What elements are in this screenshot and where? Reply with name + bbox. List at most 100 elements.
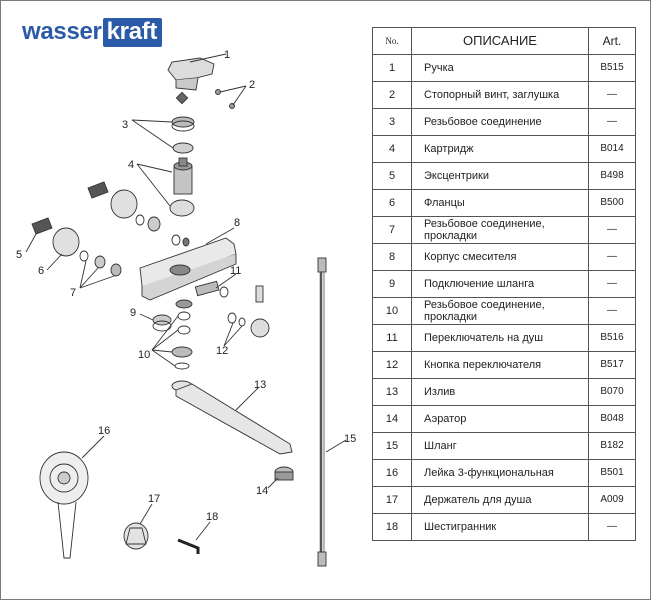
- table-cell-art: —: [588, 297, 636, 325]
- part-diverter-button: [223, 312, 270, 347]
- table-cell-desc: Переключатель на душ: [411, 324, 589, 352]
- table-cell-desc: Аэратор: [411, 405, 589, 433]
- part-diverter: [194, 273, 264, 303]
- table-cell-no: 1: [372, 54, 412, 82]
- table-cell-art: B498: [588, 162, 636, 190]
- table-cell-desc: Излив: [411, 378, 589, 406]
- table-cell-art: B070: [588, 378, 636, 406]
- callout-4: 4: [128, 159, 134, 171]
- callout-7: 7: [70, 287, 76, 299]
- callout-12: 12: [216, 345, 228, 357]
- table-cell-art: B516: [588, 324, 636, 352]
- callout-9: 9: [130, 307, 136, 319]
- table-cell-desc: Шланг: [411, 432, 589, 460]
- callout-2: 2: [249, 79, 255, 91]
- table-cell-desc: Стопорный винт, заглушка: [411, 81, 589, 109]
- table-cell-no: 11: [372, 324, 412, 352]
- callout-18: 18: [206, 511, 218, 523]
- part-handle: [167, 53, 227, 91]
- table-cell-no: 12: [372, 351, 412, 379]
- part-hose-connection: [139, 313, 172, 332]
- part-shower-holder: [123, 503, 153, 550]
- table-cell-no: 7: [372, 216, 412, 244]
- brand-logo-part2: kraft: [102, 17, 163, 47]
- table-cell-desc: Эксцентрики: [411, 162, 589, 190]
- table-cell-art: —: [588, 108, 636, 136]
- table-cell-art: —: [588, 270, 636, 298]
- part-threaded-connection-gaskets: [79, 214, 161, 289]
- exploded-view-diagram: 1 2 3 4 5 6 7 8 9 10 11 12 13 14 15 16 1…: [0, 48, 365, 596]
- callout-13: 13: [254, 379, 266, 391]
- callout-3: 3: [122, 119, 128, 131]
- table-cell-desc: Резьбовое соединение, прокладки: [411, 216, 589, 244]
- callout-6: 6: [38, 265, 44, 277]
- table-cell-desc: Резьбовое соединение, прокладки: [411, 297, 589, 325]
- part-mixer-body: [139, 227, 237, 301]
- table-cell-no: 17: [372, 486, 412, 514]
- table-cell-desc: Держатель для душа: [411, 486, 589, 514]
- part-threaded-connection-top: [131, 116, 195, 154]
- table-cell-no: 8: [372, 243, 412, 271]
- callout-5: 5: [16, 249, 22, 261]
- table-cell-desc: Резьбовое соединение: [411, 108, 589, 136]
- table-cell-desc: Фланцы: [411, 189, 589, 217]
- table-cell-art: B517: [588, 351, 636, 379]
- table-cell-no: 2: [372, 81, 412, 109]
- table-cell-art: B500: [588, 189, 636, 217]
- brand-logo-part1: wasser: [22, 18, 102, 45]
- callout-16: 16: [98, 425, 110, 437]
- table-cell-art: B014: [588, 135, 636, 163]
- callout-8: 8: [234, 217, 240, 229]
- table-cell-desc: Кнопка переключателя: [411, 351, 589, 379]
- table-cell-no: 6: [372, 189, 412, 217]
- table-cell-no: 18: [372, 513, 412, 541]
- callout-15: 15: [344, 433, 356, 445]
- callout-10: 10: [138, 349, 150, 361]
- table-cell-no: 9: [372, 270, 412, 298]
- table-cell-art: B182: [588, 432, 636, 460]
- part-aerator: [267, 466, 294, 489]
- header-number: No.: [372, 27, 412, 55]
- table-cell-no: 15: [372, 432, 412, 460]
- table-cell-art: —: [588, 513, 636, 541]
- table-cell-desc: Ручка: [411, 54, 589, 82]
- part-set-screw: [215, 85, 247, 109]
- header-article: Art.: [588, 27, 636, 55]
- table-cell-desc: Корпус смесителя: [411, 243, 589, 271]
- table-cell-no: 14: [372, 405, 412, 433]
- table-cell-no: 13: [372, 378, 412, 406]
- part-hex-key: [177, 521, 211, 554]
- part-spout: [171, 380, 293, 455]
- part-hand-shower: [39, 435, 105, 559]
- header-description: ОПИСАНИЕ: [411, 27, 589, 55]
- part-hose: [317, 257, 347, 567]
- part-eccentrics: [25, 181, 109, 253]
- callout-17: 17: [148, 493, 160, 505]
- callout-14: 14: [256, 485, 268, 497]
- table-cell-no: 3: [372, 108, 412, 136]
- callout-1: 1: [224, 49, 230, 61]
- table-cell-art: —: [588, 81, 636, 109]
- table-cell-desc: Картридж: [411, 135, 589, 163]
- exploded-view-svg: 1 2 3 4 5 6 7 8 9 10 11 12 13 14 15 16 1…: [16, 49, 356, 567]
- table-cell-no: 4: [372, 135, 412, 163]
